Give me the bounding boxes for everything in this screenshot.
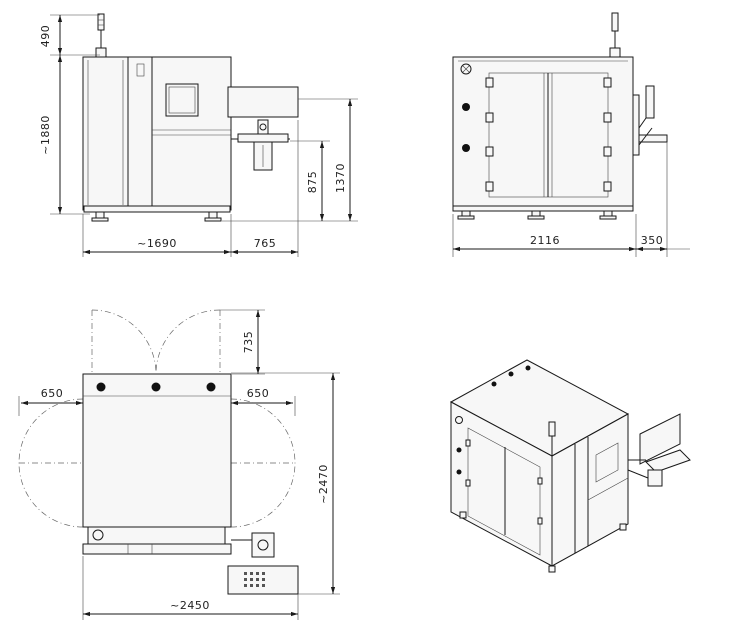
side-monitor-arm bbox=[632, 85, 668, 156]
iso-monitor bbox=[639, 413, 681, 465]
top-arm-station bbox=[227, 532, 299, 595]
top-view bbox=[18, 309, 299, 595]
iso-right-face bbox=[551, 413, 629, 567]
side-cabinet bbox=[452, 56, 634, 211]
front-dimensions: 490 ~1880 ~1690 765 875 1370 bbox=[39, 14, 358, 257]
iso-window bbox=[595, 442, 619, 483]
dim-arm-depth: 350 bbox=[641, 234, 664, 247]
side-port-1 bbox=[462, 103, 470, 111]
top-port-2 bbox=[151, 382, 161, 392]
side-view bbox=[452, 12, 668, 220]
side-hinges bbox=[485, 77, 612, 192]
door-swing-arcs bbox=[18, 309, 296, 528]
dim-door-swing-right: 650 bbox=[247, 387, 270, 400]
dim-width-top: ~2450 bbox=[170, 599, 210, 612]
front-monitor bbox=[227, 86, 299, 118]
front-window bbox=[165, 83, 199, 117]
top-dimensions: 735 650 650 ~2470 ~2450 bbox=[18, 309, 340, 620]
iso-monitor-arm bbox=[627, 413, 691, 487]
dim-door-swing-left: 650 bbox=[41, 387, 64, 400]
dim-arm-reach: 765 bbox=[254, 237, 277, 250]
front-feet bbox=[91, 211, 222, 222]
monitor-arm bbox=[227, 86, 299, 171]
top-cabinet bbox=[82, 373, 232, 528]
dim-length: 2116 bbox=[530, 234, 560, 247]
front-view bbox=[82, 13, 299, 222]
dim-top-height: 490 bbox=[39, 25, 52, 48]
iso-view bbox=[449, 359, 691, 573]
dim-door-swing-top: 735 bbox=[242, 331, 255, 354]
dim-depth: ~2470 bbox=[317, 464, 330, 504]
dim-width: ~1690 bbox=[137, 237, 177, 250]
top-port-3 bbox=[206, 382, 216, 392]
side-dimensions: 2116 350 bbox=[452, 142, 690, 257]
dim-table-height: 875 bbox=[306, 171, 319, 194]
top-port-1 bbox=[96, 382, 106, 392]
side-port-2 bbox=[462, 144, 470, 152]
dim-arm-height: 1370 bbox=[334, 163, 347, 193]
dim-height: ~1880 bbox=[39, 115, 52, 155]
top-front-panel bbox=[87, 526, 226, 545]
front-cabinet bbox=[82, 56, 232, 211]
signal-tower bbox=[95, 13, 107, 58]
side-emblem-icon bbox=[460, 63, 472, 75]
